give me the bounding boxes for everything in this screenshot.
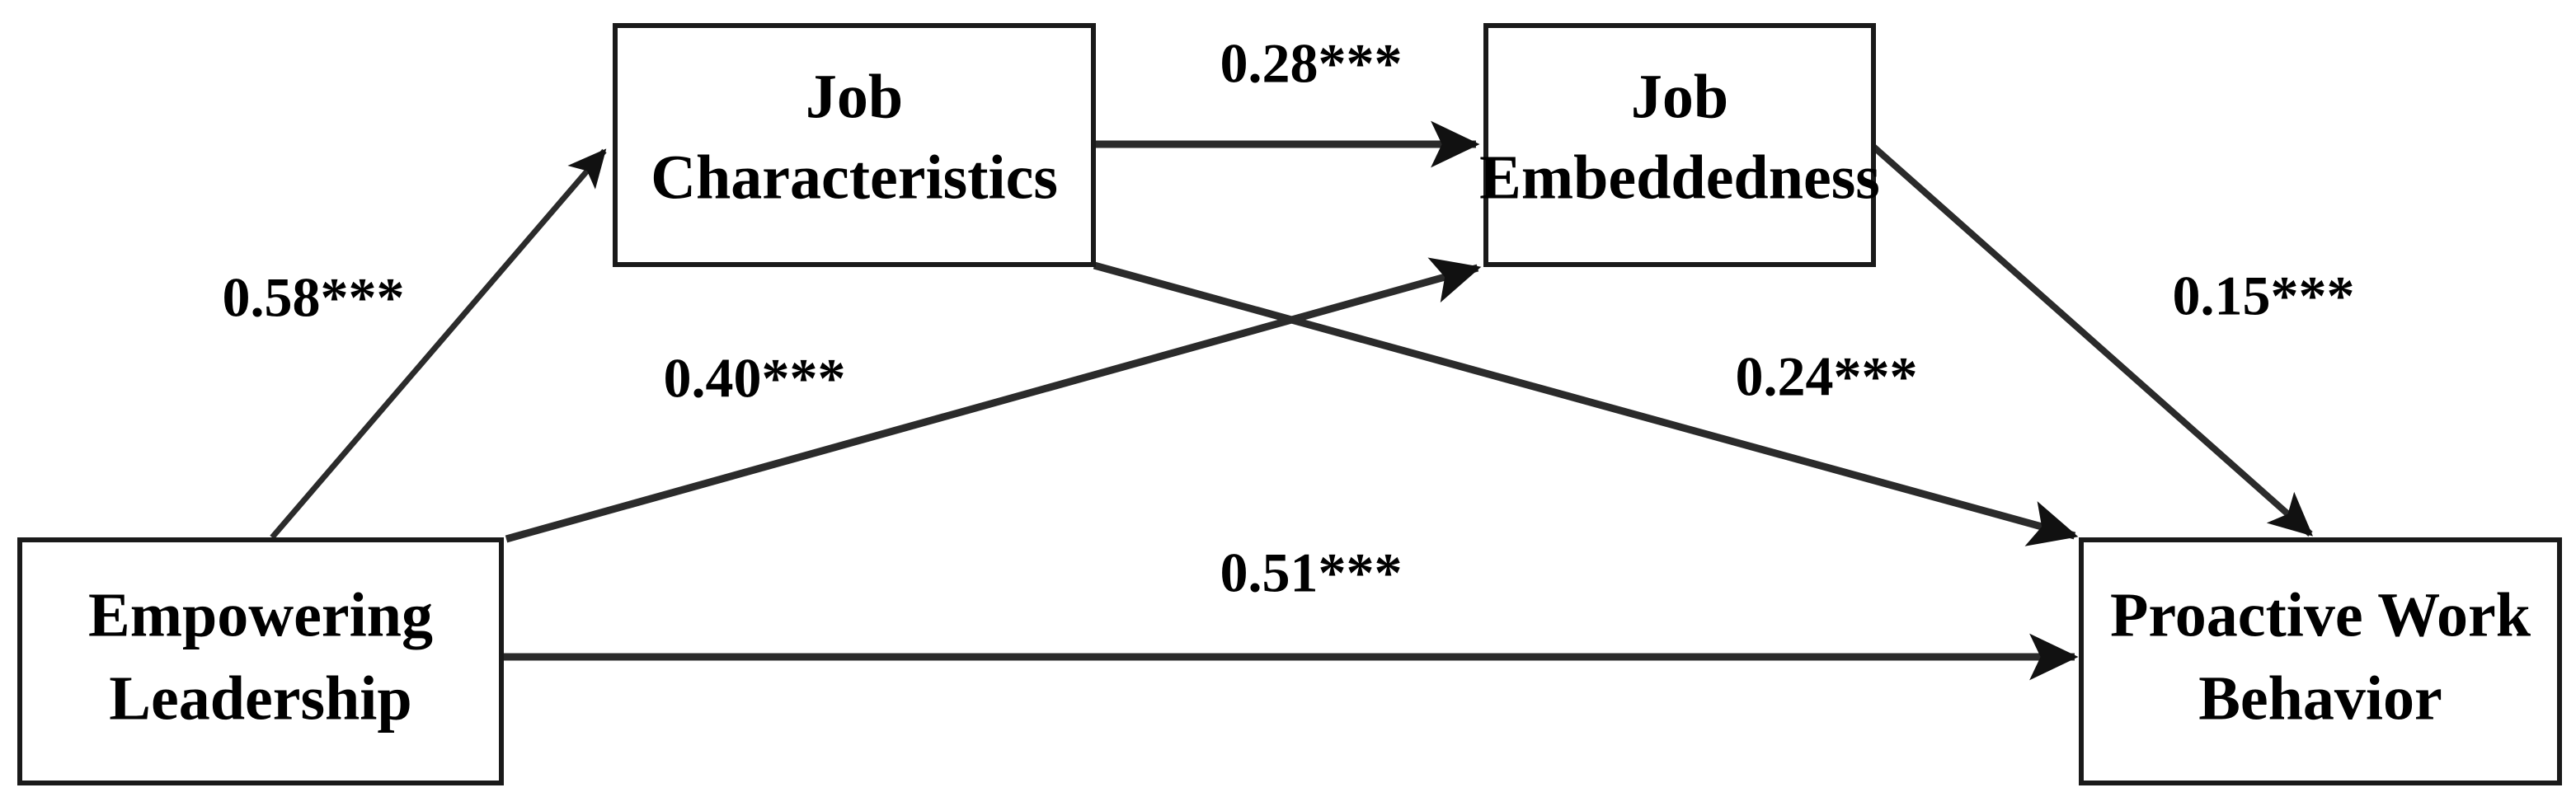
- node-label-proactive-work-behavior-line2: Behavior: [2198, 663, 2442, 733]
- coefficient-label-je-to-pwb: 0.15***: [2173, 265, 2355, 327]
- node-box-job-embeddedness[interactable]: [1483, 23, 1876, 267]
- node-box-proactive-work-behavior[interactable]: [2079, 537, 2562, 785]
- path-je-to-pwb: [1871, 144, 2313, 537]
- path-el-to-jc: [270, 148, 607, 540]
- coefficient-label-jc-to-je: 0.28***: [1220, 32, 1403, 95]
- node-label-proactive-work-behavior-line1: Proactive Work: [2110, 580, 2531, 649]
- path-jc-to-pwb: [1093, 261, 2079, 546]
- path-el-to-je: [505, 257, 1482, 543]
- coefficient-label-el-to-jc: 0.58***: [223, 266, 405, 329]
- node-label-empowering-leadership-line2: Leadership: [109, 663, 411, 733]
- node-label-job-embeddedness-line1: Job: [1631, 62, 1728, 131]
- node-label-job-characteristics-line1: Job: [806, 62, 903, 131]
- coefficient-label-el-to-pwb: 0.51***: [1220, 541, 1403, 604]
- node-box-empowering-leadership[interactable]: [17, 537, 504, 785]
- node-label-job-embeddedness-line2: Embeddedness: [1479, 143, 1880, 212]
- node-label-job-characteristics-line2: Characteristics: [651, 143, 1058, 212]
- coefficient-label-el-to-je: 0.40***: [664, 347, 846, 410]
- coefficient-label-jc-to-pwb: 0.24***: [1736, 345, 1918, 408]
- node-box-job-characteristics[interactable]: [613, 23, 1096, 267]
- node-label-empowering-leadership-line1: Empowering: [88, 580, 433, 649]
